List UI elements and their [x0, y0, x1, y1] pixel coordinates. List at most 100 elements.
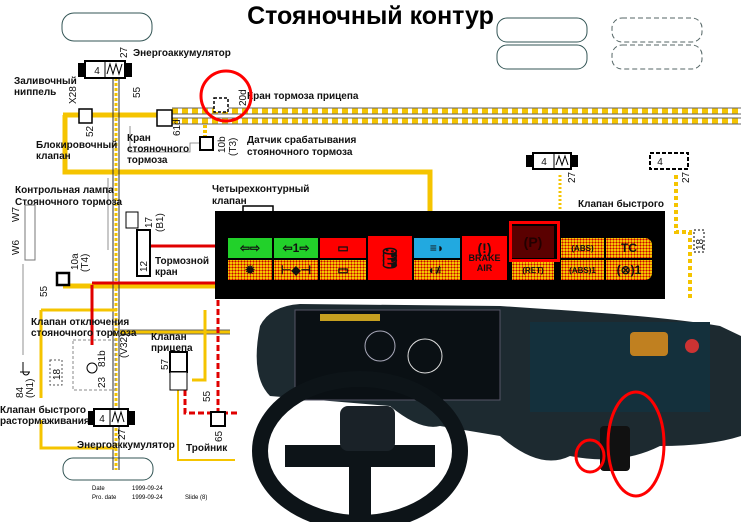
- label-warning-lamp: Контрольная лампа: [15, 185, 114, 196]
- code-b1: (B1): [155, 213, 166, 232]
- label-brake-valve-2: кран: [155, 267, 178, 278]
- oil-pressure-icon: 🛢: [367, 235, 413, 281]
- code-t3: (T3): [228, 138, 239, 156]
- highlight-circle: [199, 69, 253, 123]
- spring-brake-chamber-bottom: 4 27: [88, 408, 135, 440]
- code-n1: (N1): [25, 379, 36, 398]
- code-t4: (T4): [80, 254, 91, 272]
- label-quick-release-valve: Клапан быстрого: [0, 404, 86, 416]
- air-tank: [496, 44, 588, 70]
- label-energy-accumulator-bottom: Энергоаккумулятор: [77, 440, 175, 451]
- center-console: [530, 322, 710, 412]
- air-tank: [62, 457, 154, 481]
- highlight-circle-small: [574, 438, 606, 474]
- code-20d: 20d: [238, 89, 249, 106]
- svg-text:27: 27: [681, 171, 692, 183]
- label-sensor-2: стояночного тормоза: [247, 147, 353, 158]
- abs-icon: (ABS): [560, 237, 605, 259]
- cluster-lamps: [320, 314, 380, 321]
- trailer-valve: [169, 351, 188, 373]
- code-52: 52: [85, 125, 96, 137]
- brake-light-switch: [125, 211, 139, 229]
- hazard-button: [685, 339, 699, 353]
- high-beam-icon: ≡◗: [413, 237, 461, 259]
- highlight-box: [509, 221, 560, 262]
- code-17: 17: [144, 216, 155, 228]
- svg-text:55: 55: [132, 86, 143, 98]
- trailer-brake-valve: [213, 97, 229, 113]
- code-23: 23: [97, 376, 108, 388]
- svg-text:27: 27: [567, 171, 578, 183]
- quick-release-valve: [49, 359, 63, 386]
- date-label: Date: [92, 486, 105, 492]
- label-four-circuit-valve-2: клапан: [212, 196, 247, 207]
- page-title: Стояночный контур: [247, 2, 494, 30]
- lamp-connector: [24, 204, 36, 261]
- spring-brake-chamber-top: 4 27 55: [78, 46, 143, 98]
- parking-brake-valve: [156, 109, 173, 127]
- fog-light-icon: ◖≢: [413, 259, 461, 281]
- battery-charge-icon: ▭: [319, 237, 367, 259]
- code-84: 84: [15, 386, 26, 398]
- parking-brake-sensor: [199, 136, 214, 151]
- tachometer: [364, 330, 396, 362]
- pressure-switch: [55, 271, 71, 287]
- label-brake-valve: Тормозной: [155, 256, 209, 267]
- parking-brake-icon: (P): [511, 225, 555, 259]
- air-tank: [61, 12, 153, 42]
- label-trailer-valve-2: прицепа: [151, 343, 193, 354]
- electrical-wire: [22, 126, 200, 355]
- brake-valve: [136, 229, 151, 277]
- label-quick-release-right: Клапан быстрого: [578, 198, 664, 210]
- console-display: [630, 332, 668, 356]
- code-w6: W6: [11, 240, 22, 255]
- label-four-circuit-valve: Четырехконтурный: [212, 184, 309, 195]
- trailer-abs-icon: (ABS)1: [560, 259, 605, 281]
- diff-lock-icon: ⊢◆⊣: [273, 259, 319, 281]
- parking-brake-lever[interactable]: [600, 426, 630, 471]
- svg-text:4: 4: [94, 66, 100, 77]
- code-v32: (V32): [119, 334, 130, 358]
- svg-text:4: 4: [657, 157, 663, 168]
- steering-wheel[interactable]: [252, 371, 468, 522]
- code-61d: 61d: [172, 119, 183, 136]
- trailer-valve-ports: [169, 371, 188, 391]
- trailer-spring-chamber-dashed: 4 27 18: [649, 152, 706, 253]
- label-sensor: Датчик срабатывания: [247, 134, 356, 146]
- pro-date-label: Pro. date: [92, 495, 117, 501]
- label-energy-accumulator: Энергоаккумулятор: [133, 48, 231, 59]
- svg-text:27: 27: [119, 46, 130, 58]
- code-18: 18: [52, 368, 63, 380]
- trailer-tank: [611, 44, 703, 70]
- label-block-valve-2: клапан: [36, 151, 71, 162]
- horn-icon: [20, 362, 30, 376]
- spring-brake-chamber-right: 4 27: [526, 152, 578, 183]
- code-57: 57: [160, 358, 171, 370]
- label-warning-lamp-2: Стояночного тормоза: [15, 197, 123, 208]
- label-release-valve: Клапан отключения: [31, 317, 129, 328]
- svg-text:4: 4: [99, 414, 105, 425]
- label-block-valve: Блокировочный: [36, 140, 117, 151]
- label-trailer-valve: Клапан: [151, 332, 187, 343]
- label-fill-nipple-2: ниппель: [14, 87, 56, 98]
- truck-dashboard-photo: [252, 304, 741, 522]
- slide-number: Slide (8): [185, 495, 208, 501]
- label-trailer-brake-valve: Кран тормоза прицепа: [247, 91, 359, 102]
- code-65: 65: [214, 430, 225, 442]
- code-55: 55: [39, 285, 50, 297]
- yellow-air-line: [39, 78, 741, 470]
- air-tank: [496, 17, 588, 43]
- code-x28: X28: [68, 86, 79, 104]
- trailer-tank: [611, 17, 703, 43]
- traction-control-icon: TC: [605, 237, 653, 259]
- label-park-valve-2: стояночного: [127, 144, 189, 155]
- svg-text:18: 18: [695, 238, 706, 250]
- svg-text:4: 4: [541, 157, 547, 168]
- engine-fault-icon: ✹: [227, 259, 273, 281]
- turn-signal-icon: ⇦⇨: [227, 237, 273, 259]
